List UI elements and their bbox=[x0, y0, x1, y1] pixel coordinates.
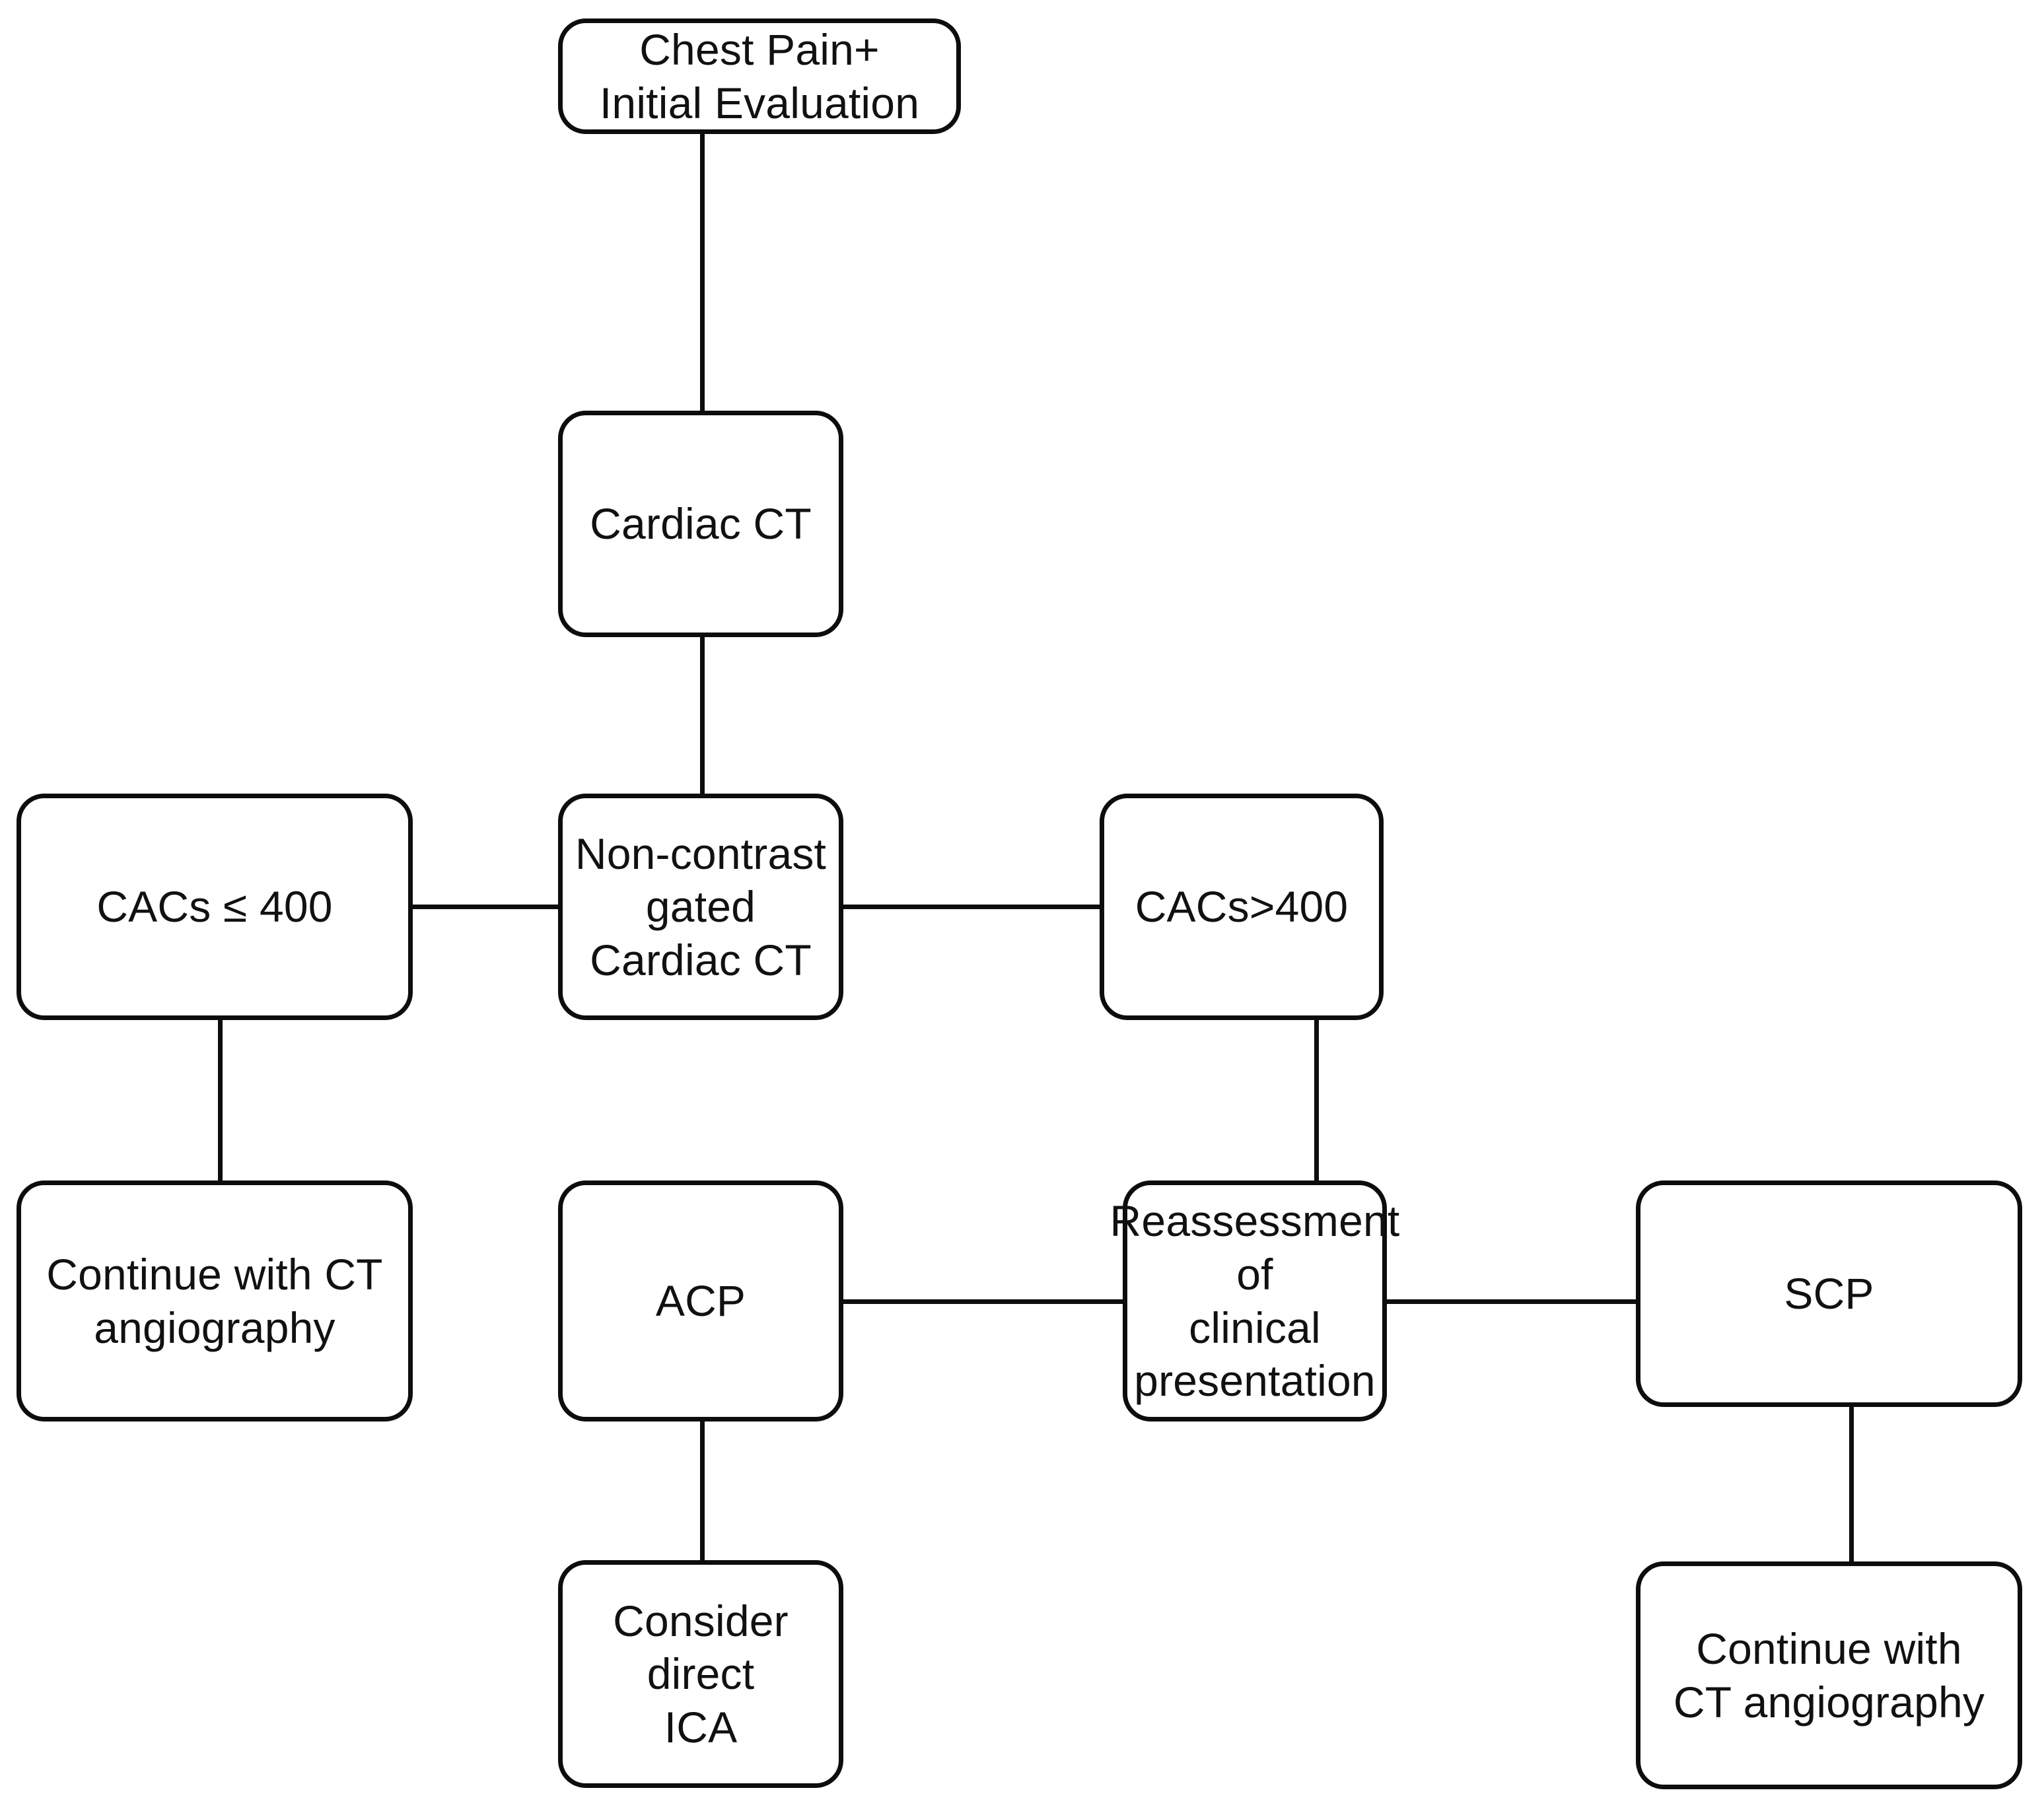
node-label-continue-ct-angiography-right: Continue with CT angiography bbox=[1673, 1624, 1985, 1727]
node-reassessment[interactable]: Reassessment of clinical presentation bbox=[1110, 1181, 1399, 1421]
node-consider-direct-ica[interactable]: Consider direct ICA bbox=[558, 1560, 843, 1788]
edge-cardiac-ct-to-non-contrast bbox=[700, 635, 705, 796]
edge-non-contrast-to-cacs-gt-400 bbox=[840, 905, 1103, 909]
node-label-chest-pain: Chest Pain+ Initial Evaluation bbox=[599, 24, 920, 127]
node-acp[interactable]: ACP bbox=[558, 1181, 843, 1421]
node-scp[interactable]: SCP bbox=[1636, 1181, 2022, 1407]
edge-cacs-gt-400-to-reassessment bbox=[1314, 1018, 1319, 1183]
node-continue-ct-angiography-right[interactable]: Continue with CT angiography bbox=[1636, 1561, 2022, 1789]
node-label-cacs-gt-400: CACs>400 bbox=[1135, 882, 1349, 932]
node-label-reassessment: Reassessment of clinical presentation bbox=[1110, 1196, 1400, 1406]
node-label-non-contrast-gated-cardiac-ct: Non-contrast gated Cardiac CT bbox=[575, 829, 827, 984]
node-label-cardiac-ct: Cardiac CT bbox=[590, 499, 812, 549]
edge-scp-to-continue-ct bbox=[1849, 1405, 1854, 1565]
edge-chest-pain-to-cardiac-ct bbox=[700, 132, 705, 413]
node-label-continue-ct-angiography-left: Continue with CT angiography bbox=[46, 1249, 383, 1352]
node-cardiac-ct[interactable]: Cardiac CT bbox=[558, 411, 843, 637]
edge-cacs-le-400-to-continue-ct bbox=[218, 1018, 223, 1183]
node-continue-ct-angiography-left[interactable]: Continue with CT angiography bbox=[17, 1181, 413, 1421]
edge-non-contrast-to-cacs-le-400 bbox=[409, 905, 561, 909]
node-label-scp: SCP bbox=[1784, 1269, 1874, 1318]
node-label-consider-direct-ica: Consider direct ICA bbox=[613, 1596, 789, 1752]
edge-acp-to-reassessment bbox=[840, 1299, 1125, 1304]
node-label-cacs-le-400: CACs ≤ 400 bbox=[96, 882, 333, 932]
node-non-contrast-gated-cardiac-ct[interactable]: Non-contrast gated Cardiac CT bbox=[558, 794, 843, 1020]
node-chest-pain[interactable]: Chest Pain+ Initial Evaluation bbox=[558, 18, 961, 134]
node-cacs-le-400[interactable]: CACs ≤ 400 bbox=[17, 794, 413, 1020]
edge-acp-to-consider-ica bbox=[700, 1420, 705, 1563]
node-label-acp: ACP bbox=[655, 1276, 746, 1326]
node-cacs-gt-400[interactable]: CACs>400 bbox=[1100, 794, 1384, 1020]
edge-reassessment-to-scp bbox=[1384, 1299, 1639, 1304]
